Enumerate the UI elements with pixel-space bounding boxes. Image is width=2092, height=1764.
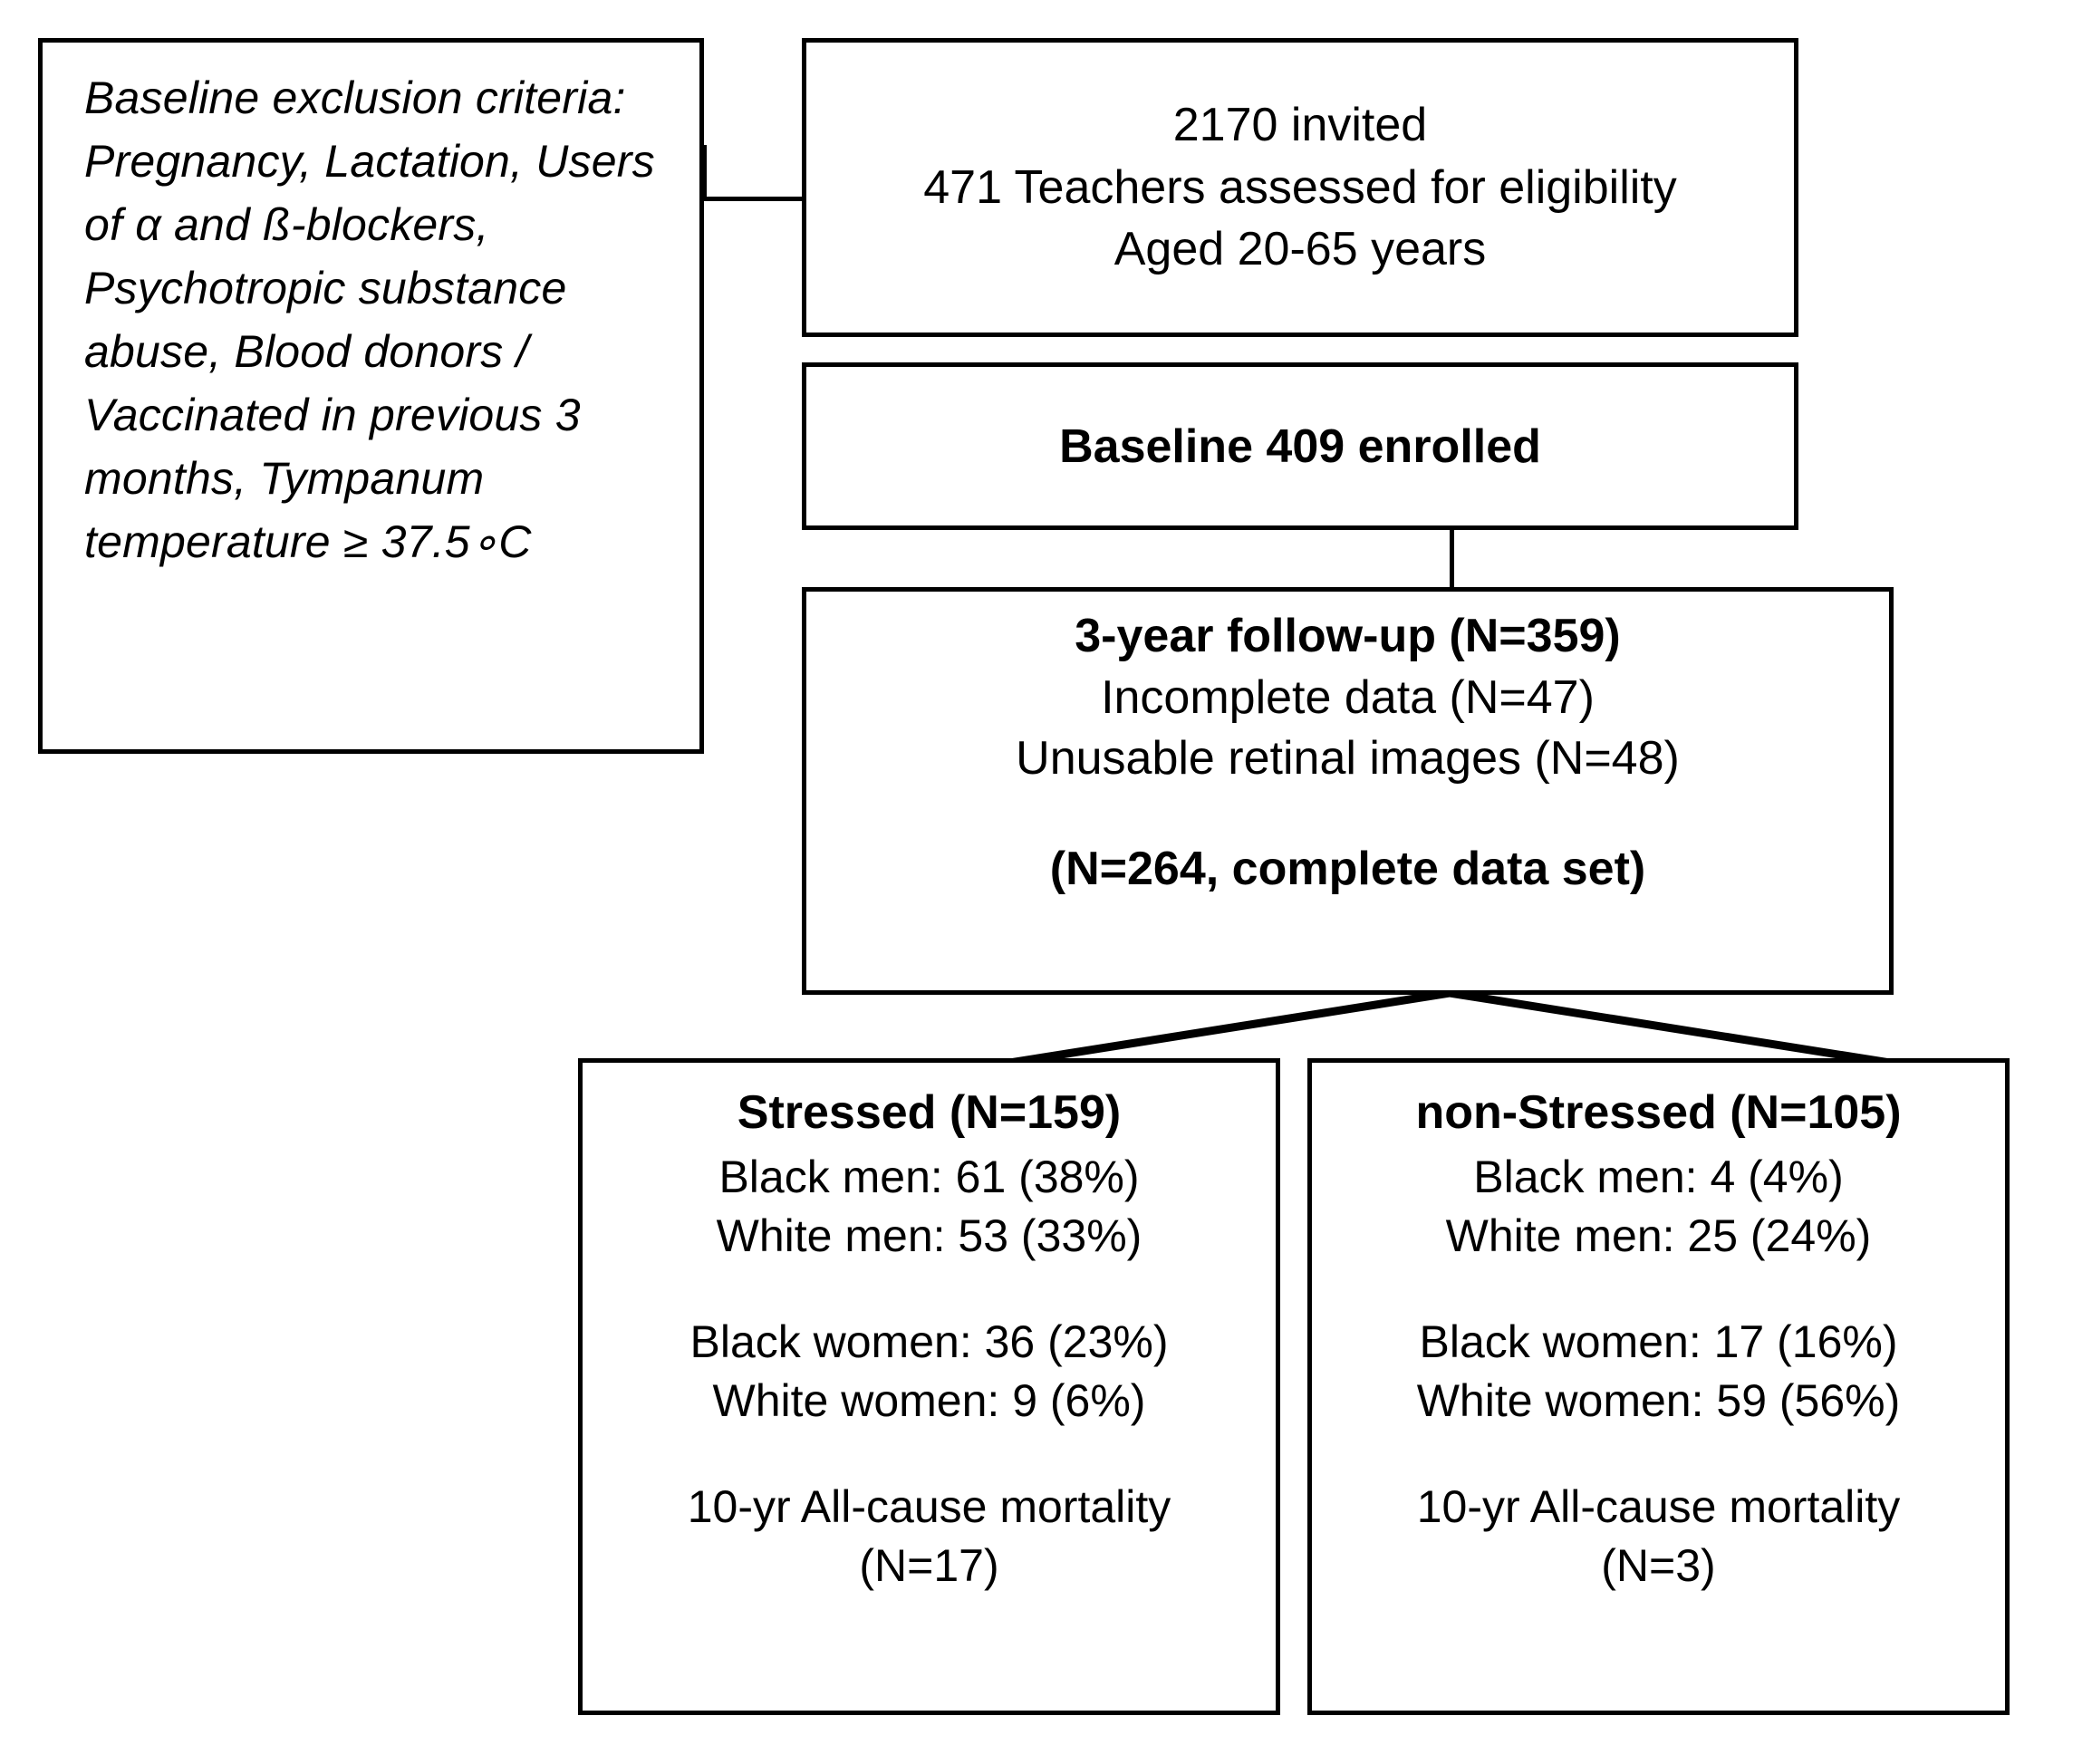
complete-data-set-line: (N=264, complete data set) xyxy=(1049,842,1646,895)
non-stressed-title: non-Stressed (N=105) xyxy=(1415,1086,1902,1139)
exclusion-criteria-text: Baseline exclusion criteria: Pregnancy, … xyxy=(84,72,655,567)
connector-exclusion-horizontal xyxy=(702,197,806,201)
non-stressed-white-women: White women: 59 (56%) xyxy=(1416,1374,1901,1426)
stressed-group-box: Stressed (N=159) Black men: 61 (38%) Whi… xyxy=(578,1058,1280,1715)
non-stressed-mortality-count: (N=3) xyxy=(1601,1539,1716,1591)
non-stressed-black-men: Black men: 4 (4%) xyxy=(1473,1151,1844,1202)
stressed-white-women: White women: 9 (6%) xyxy=(712,1374,1146,1426)
non-stressed-white-men: White men: 25 (24%) xyxy=(1445,1210,1872,1261)
stressed-black-women: Black women: 36 (23%) xyxy=(689,1316,1169,1367)
stressed-black-men: Black men: 61 (38%) xyxy=(718,1151,1140,1202)
three-year-followup-box: 3-year follow-up (N=359) Incomplete data… xyxy=(802,587,1894,995)
baseline-enrolled-box: Baseline 409 enrolled xyxy=(802,362,1798,530)
invited-count-line: 2170 invited xyxy=(1172,99,1428,152)
stressed-mortality-label: 10-yr All-cause mortality xyxy=(687,1480,1171,1532)
followup-title-line: 3-year follow-up (N=359) xyxy=(1075,610,1621,662)
stressed-title: Stressed (N=159) xyxy=(737,1086,1122,1139)
non-stressed-mortality-label: 10-yr All-cause mortality xyxy=(1416,1480,1901,1532)
connector-enrolled-to-followup xyxy=(1450,528,1454,592)
age-range-line: Aged 20-65 years xyxy=(1113,223,1487,276)
unusable-retinal-images-line: Unusable retinal images (N=48) xyxy=(1016,732,1680,786)
invited-assessed-box: 2170 invited 471 Teachers assessed for e… xyxy=(802,38,1798,337)
exclusion-criteria-box: Baseline exclusion criteria: Pregnancy, … xyxy=(38,38,704,754)
incomplete-data-line: Incomplete data (N=47) xyxy=(1101,670,1595,724)
connector-exclusion-vertical xyxy=(702,145,707,201)
baseline-enrolled-line: Baseline 409 enrolled xyxy=(1059,419,1541,473)
stressed-white-men: White men: 53 (33%) xyxy=(716,1210,1142,1261)
stressed-mortality-count: (N=17) xyxy=(859,1539,999,1591)
non-stressed-group-box: non-Stressed (N=105) Black men: 4 (4%) W… xyxy=(1307,1058,2010,1715)
assessed-eligibility-line: 471 Teachers assessed for eligibility xyxy=(923,160,1677,214)
non-stressed-black-women: Black women: 17 (16%) xyxy=(1419,1316,1898,1367)
